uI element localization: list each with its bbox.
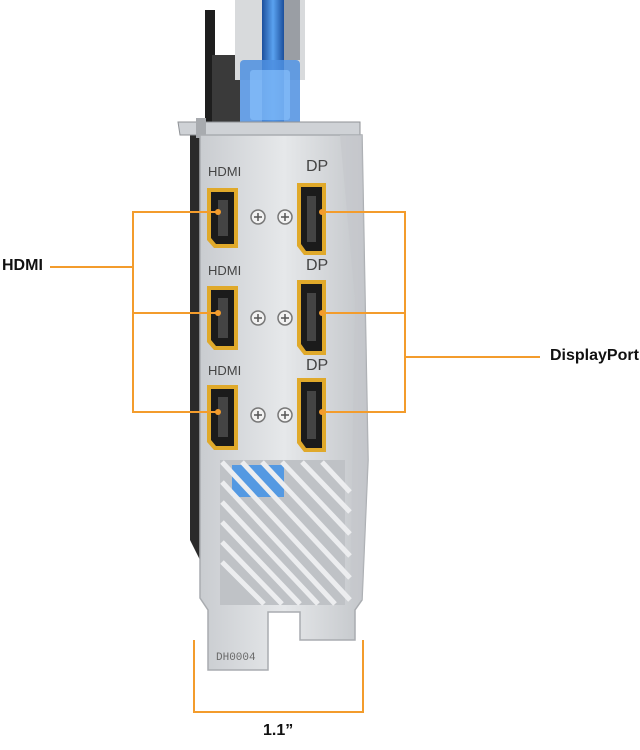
hdmi-port-1[interactable] — [207, 188, 238, 248]
vent-grille — [220, 460, 352, 606]
bracket-stamp: DH0004 — [216, 652, 256, 664]
coolant-tubes — [235, 0, 305, 125]
hdmi-callout-label: HDMI — [2, 257, 43, 274]
dp-port-label-2: DP — [306, 257, 328, 274]
hdmi-port-3[interactable] — [207, 385, 238, 450]
hdmi-port-2[interactable] — [207, 286, 238, 350]
hdmi-port-label-3: HDMI — [208, 363, 241, 378]
displayport-callout-lines — [319, 209, 540, 415]
displayport-1[interactable] — [297, 183, 326, 255]
width-dimension-lines — [193, 640, 364, 713]
dp-port-label-1: DP — [306, 158, 328, 175]
displayport-3[interactable] — [297, 378, 326, 452]
displayport-callout-label: DisplayPort — [550, 347, 639, 364]
dp-port-label-3: DP — [306, 357, 328, 374]
hdmi-port-label-2: HDMI — [208, 263, 241, 278]
screw-icon — [250, 209, 293, 423]
hdmi-port-label-1: HDMI — [208, 164, 241, 179]
hdmi-callout-lines — [50, 209, 221, 415]
displayport-2[interactable] — [297, 280, 326, 355]
width-dimension-label: 1.1” — [263, 722, 294, 739]
